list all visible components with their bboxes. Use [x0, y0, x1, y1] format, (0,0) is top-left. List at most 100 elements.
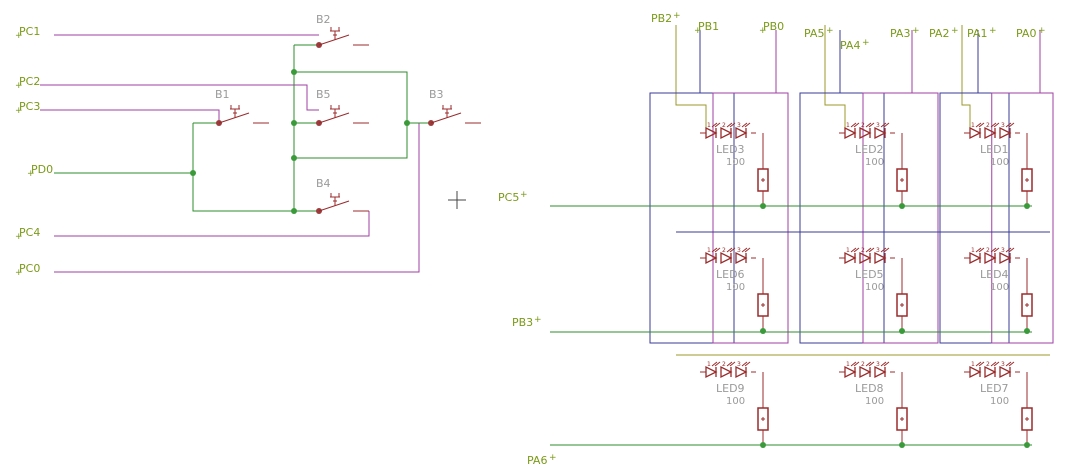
junction-dot: [404, 120, 410, 126]
net-label-pa4: PA4+: [840, 38, 870, 52]
net-plus-mark: +: [862, 38, 870, 48]
led-pin-number: 3: [737, 247, 741, 254]
wire-pc2: [40, 84, 319, 111]
led-name: LED6: [716, 268, 745, 281]
led-emit-arrow: [993, 122, 1000, 128]
led-emit-arrow: [853, 361, 860, 367]
net-plus-mark: +: [549, 453, 557, 463]
button-contact: [218, 112, 250, 124]
net-plus-mark: +: [951, 26, 959, 36]
group-frame-magenta: [991, 92, 1054, 344]
led-triangle: [720, 251, 733, 265]
led-name: LED3: [716, 143, 745, 156]
led-pin-number: 3: [1001, 361, 1005, 368]
net-label-text: PC3: [19, 100, 40, 113]
led-value: 100: [865, 282, 884, 293]
led-triangle: [999, 251, 1012, 265]
net-plus-mark: +: [534, 315, 542, 325]
led-pin-number: 1: [707, 247, 711, 254]
junction-dot: [190, 170, 196, 176]
junction-dot: [1024, 328, 1030, 334]
junction-dot: [1024, 203, 1030, 209]
button-label-b3: B3: [429, 88, 444, 101]
led-triangle: [844, 126, 857, 140]
led-value: 100: [726, 157, 745, 168]
net-label-text: PC1: [19, 25, 40, 38]
push-button-b5: [316, 105, 369, 126]
net-plus-mark: +: [15, 232, 23, 242]
led-emit-arrow: [711, 361, 718, 367]
led-value: 100: [865, 157, 884, 168]
led-value: 100: [726, 396, 745, 407]
push-button-b2: [316, 27, 369, 48]
led-triangle: [984, 251, 997, 265]
led-emit-arrow: [1005, 122, 1012, 128]
led-triangle: [720, 365, 733, 379]
net-label-text: PA1: [967, 27, 987, 40]
led-emit-arrow: [883, 122, 890, 128]
led-triangle: [705, 126, 718, 140]
net-plus-mark: +: [1038, 26, 1046, 36]
led-emit-arrow: [714, 247, 721, 253]
led-name: LED9: [716, 382, 745, 395]
led-value: 100: [865, 396, 884, 407]
led-triangle: [999, 126, 1012, 140]
led-triangle: [705, 365, 718, 379]
led-pin-number: 2: [861, 122, 865, 129]
led-triangle: [859, 251, 872, 265]
led-emit-arrow: [978, 247, 985, 253]
net-label-text: PC0: [19, 262, 40, 275]
led-emit-arrow: [865, 361, 872, 367]
led-emit-arrow: [714, 122, 721, 128]
junction-dot: [899, 442, 905, 448]
led-emit-arrow: [975, 122, 982, 128]
net-label-pa0: PA0+: [1016, 26, 1046, 40]
led-value: 100: [726, 282, 745, 293]
button-contact: [318, 200, 350, 212]
led-emit-arrow: [726, 361, 733, 367]
led-emit-arrow: [880, 122, 887, 128]
junction-dot: [291, 120, 297, 126]
junction-dot: [291, 155, 297, 161]
led-value: 100: [990, 282, 1009, 293]
led-emit-arrow: [1005, 361, 1012, 367]
led-pin-number: 2: [861, 361, 865, 368]
net-plus-mark: +: [989, 26, 997, 36]
net-label-pc3: +PC3: [15, 100, 40, 116]
net-label-text: PD0: [31, 163, 53, 176]
led-name: LED7: [980, 382, 1009, 395]
led-triangle: [984, 365, 997, 379]
net-label-pb3: PB3+: [512, 315, 542, 329]
net-plus-mark: +: [673, 11, 681, 21]
button-label-b5: B5: [316, 88, 331, 101]
junction-dot: [760, 203, 766, 209]
led-triangle: [859, 365, 872, 379]
net-plus-mark: +: [15, 268, 23, 278]
led-triangle: [844, 251, 857, 265]
led-emit-arrow: [741, 361, 748, 367]
net-label-pa2: PA2+: [929, 26, 959, 40]
led-triangle: [720, 126, 733, 140]
led-emit-arrow: [868, 247, 875, 253]
led-emit-arrow: [868, 361, 875, 367]
net-label-text: PB0: [763, 20, 784, 33]
net-plus-mark: +: [15, 31, 23, 41]
led-emit-arrow: [850, 361, 857, 367]
net-label-pb1: +PB1: [694, 20, 719, 36]
led-emit-arrow: [978, 122, 985, 128]
group-frame-magenta: [862, 92, 939, 344]
led-emit-arrow: [883, 361, 890, 367]
net-label-text: PC4: [19, 226, 40, 239]
led-emit-arrow: [865, 122, 872, 128]
net-label-text: PA2: [929, 27, 949, 40]
led-pin-number: 2: [986, 247, 990, 254]
led-pin-number: 1: [707, 361, 711, 368]
wire-anode-olive: [961, 25, 971, 128]
led-emit-arrow: [726, 247, 733, 253]
led-emit-arrow: [865, 247, 872, 253]
led-emit-arrow: [714, 361, 721, 367]
